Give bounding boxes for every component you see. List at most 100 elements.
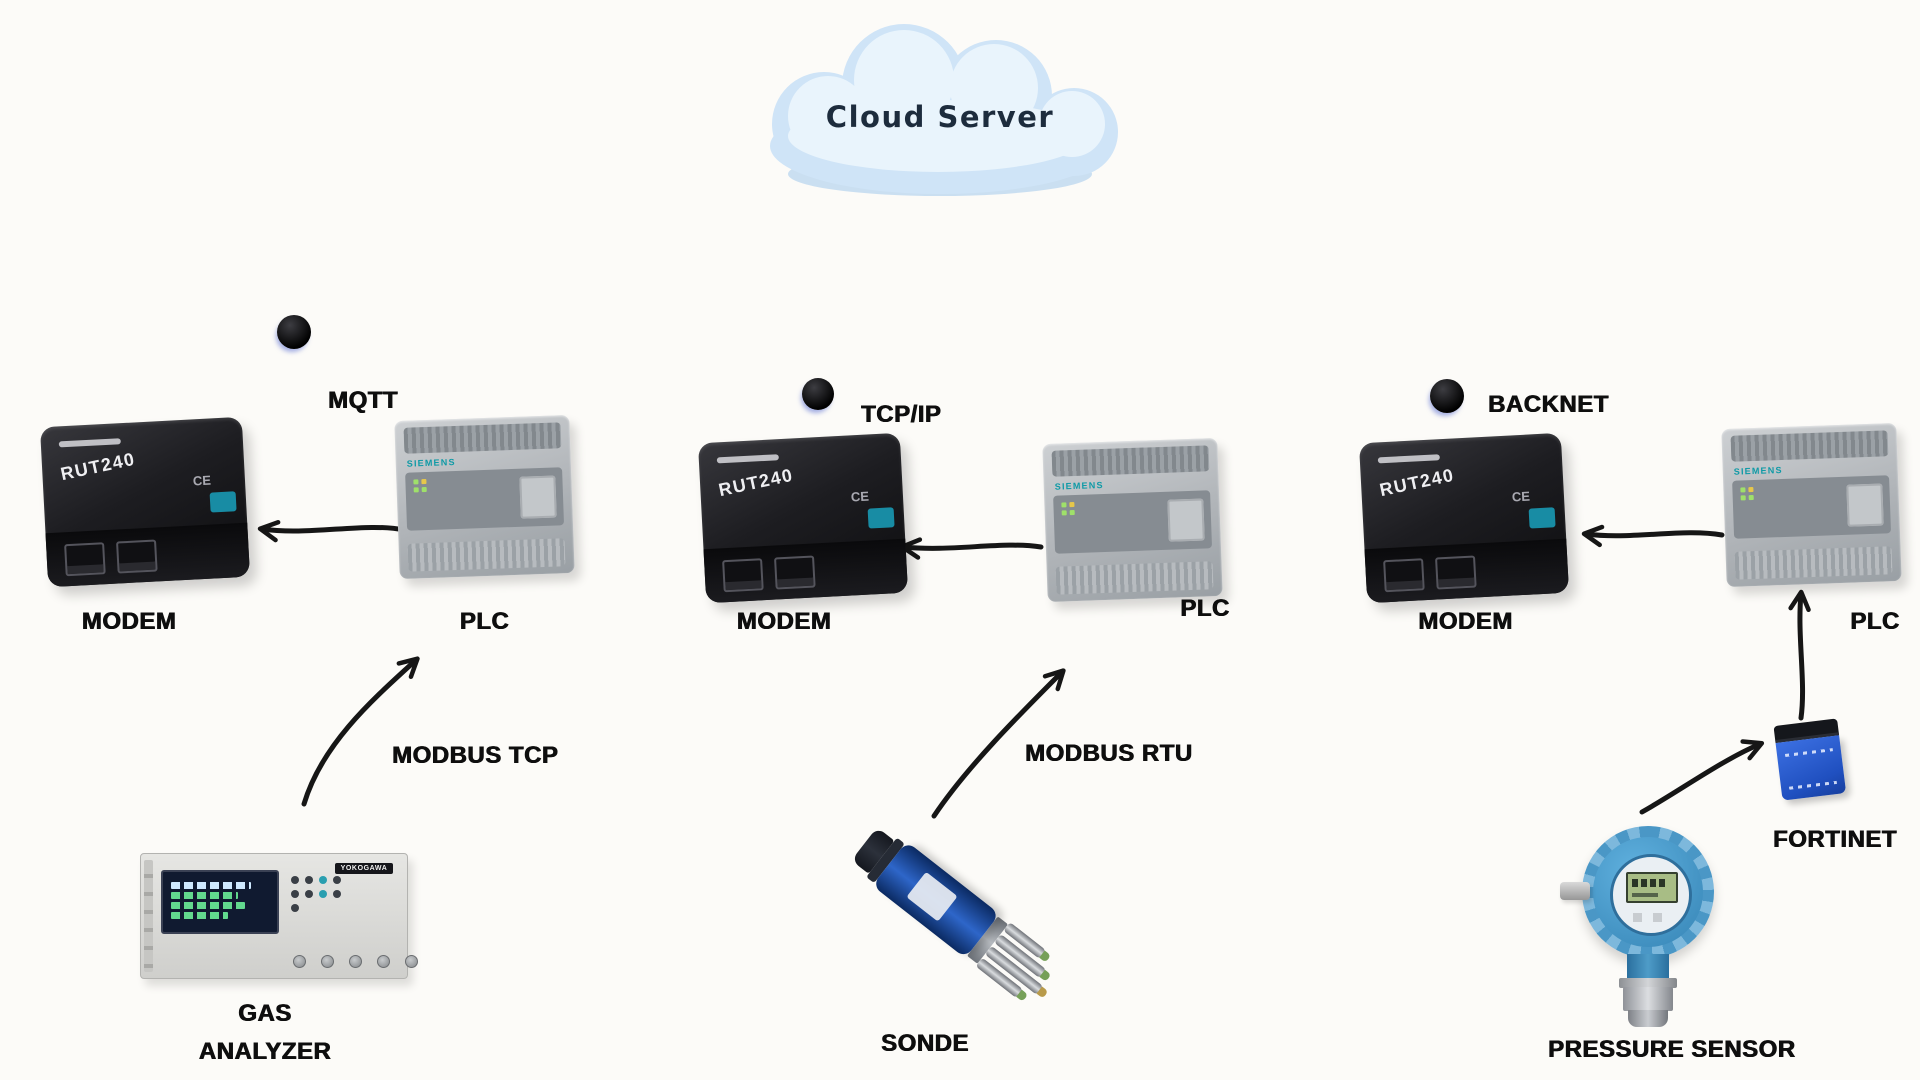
display-readout <box>171 882 252 889</box>
led <box>1069 502 1075 508</box>
plc-status-panel <box>1732 475 1892 539</box>
key <box>319 876 327 884</box>
plc-card-slot <box>1846 483 1884 527</box>
protocol-dot-icon <box>802 378 834 410</box>
siemens-logo: SIEMENS <box>1054 479 1104 492</box>
fortinet-device <box>1773 718 1847 803</box>
sensor-neck <box>1627 954 1669 980</box>
ethernet-port <box>1435 555 1477 590</box>
protocol-label-backnet: BACKNET <box>1488 391 1609 418</box>
plc-terminal-block <box>1051 445 1210 477</box>
display-readout <box>171 892 238 899</box>
sonde-label-sticker <box>906 871 958 922</box>
gas-analyzer-device: YOKOGAWA <box>140 853 418 979</box>
plc-terminal-block <box>1730 430 1889 462</box>
analyzer-terminals <box>293 955 418 968</box>
key <box>333 890 341 898</box>
modem-label: MODEM <box>736 608 832 635</box>
cloud-icon <box>770 24 1118 196</box>
modem-port-panel <box>703 538 909 604</box>
fortinet-label: FORTINET <box>1773 826 1897 853</box>
modem-model-text: RUT240 <box>58 448 138 485</box>
ethernet-port <box>1383 558 1425 593</box>
cloud-server: Cloud Server <box>728 24 1152 200</box>
analyzer-display <box>161 870 279 934</box>
rack-ear <box>144 860 153 972</box>
ethernet-port <box>64 542 106 577</box>
plc-status-panel <box>405 467 565 531</box>
link-label-modbus-tcp: MODBUS TCP <box>392 742 559 769</box>
modem-label: MODEM <box>81 608 177 635</box>
plc-body: SIEMENS <box>1042 437 1223 603</box>
terminal-knob <box>349 955 362 968</box>
key <box>291 904 299 912</box>
sensor-lcd <box>1626 872 1678 903</box>
terminal-knob <box>405 955 418 968</box>
cloud-label: Cloud Server <box>825 100 1055 134</box>
arrow-analyzer-to-plc1 <box>301 656 420 807</box>
modem-sticker <box>867 507 895 529</box>
modem-device: RUT240 CE <box>39 416 251 588</box>
sensor-process-connection <box>1628 1010 1668 1027</box>
plc-terminal-block <box>407 538 566 572</box>
ce-mark: CE <box>1511 488 1531 505</box>
ethernet-port <box>722 558 764 593</box>
plc-terminal-block <box>1734 546 1893 580</box>
terminal-knob <box>293 955 306 968</box>
ce-mark: CE <box>192 472 212 489</box>
arrow-sonde-to-plc2 <box>931 668 1066 819</box>
modem-port-panel <box>45 522 251 588</box>
teltonika-logo <box>1377 454 1440 464</box>
led <box>421 479 427 485</box>
plc-terminal-block <box>1055 561 1214 595</box>
key <box>305 876 313 884</box>
modem-model-text: RUT240 <box>1377 464 1457 501</box>
led <box>1740 495 1746 501</box>
teltonika-logo <box>716 454 779 464</box>
siemens-logo: SIEMENS <box>406 456 456 469</box>
link-label-modbus-rtu: MODBUS RTU <box>1025 740 1193 767</box>
gas-analyzer-label-line1: GAS <box>238 1000 292 1027</box>
plc-device: SIEMENS <box>1042 437 1223 603</box>
led <box>1748 495 1754 501</box>
terminal-knob <box>377 955 390 968</box>
plc-card-slot <box>1167 498 1205 542</box>
key <box>319 890 327 898</box>
led <box>413 479 419 485</box>
key <box>291 876 299 884</box>
modem-body: RUT240 CE <box>1358 432 1570 604</box>
arrow-sensor-to-fortinet <box>1639 739 1765 815</box>
modem-port-panel <box>1364 538 1570 604</box>
plc-body: SIEMENS <box>1721 422 1902 588</box>
arrow-plc3-to-modem3 <box>1581 524 1725 548</box>
plc-device: SIEMENS <box>1721 422 1902 588</box>
siemens-logo: SIEMENS <box>1733 464 1783 477</box>
arrow-fortinet-to-plc3 <box>1788 589 1811 721</box>
plc-card-slot <box>519 475 557 519</box>
led <box>413 487 419 493</box>
sensor-base <box>1623 987 1673 1011</box>
modem-label: MODEM <box>1418 608 1513 635</box>
modem-body: RUT240 CE <box>39 416 251 588</box>
sensor-buttons <box>1633 913 1662 922</box>
key <box>291 890 299 898</box>
led <box>421 487 427 493</box>
plc-status-leds <box>1061 502 1075 516</box>
ethernet-port <box>116 539 158 574</box>
sensor-button <box>1653 913 1662 922</box>
yokogawa-logo: YOKOGAWA <box>335 863 393 874</box>
pressure-sensor-label: PRESSURE SENSOR <box>1548 1036 1796 1063</box>
protocol-label-mqtt: MQTT <box>328 387 398 414</box>
modem-body: RUT240 CE <box>697 432 909 604</box>
led <box>1069 510 1075 516</box>
plc-status-panel <box>1053 490 1213 554</box>
sensor-flange <box>1619 978 1677 988</box>
display-readout <box>171 902 246 909</box>
modem-sticker <box>209 491 237 513</box>
sensor-button <box>1633 913 1642 922</box>
modem-model-text: RUT240 <box>716 464 796 501</box>
modem-sticker <box>1528 507 1556 529</box>
plc-label: PLC <box>459 608 510 635</box>
